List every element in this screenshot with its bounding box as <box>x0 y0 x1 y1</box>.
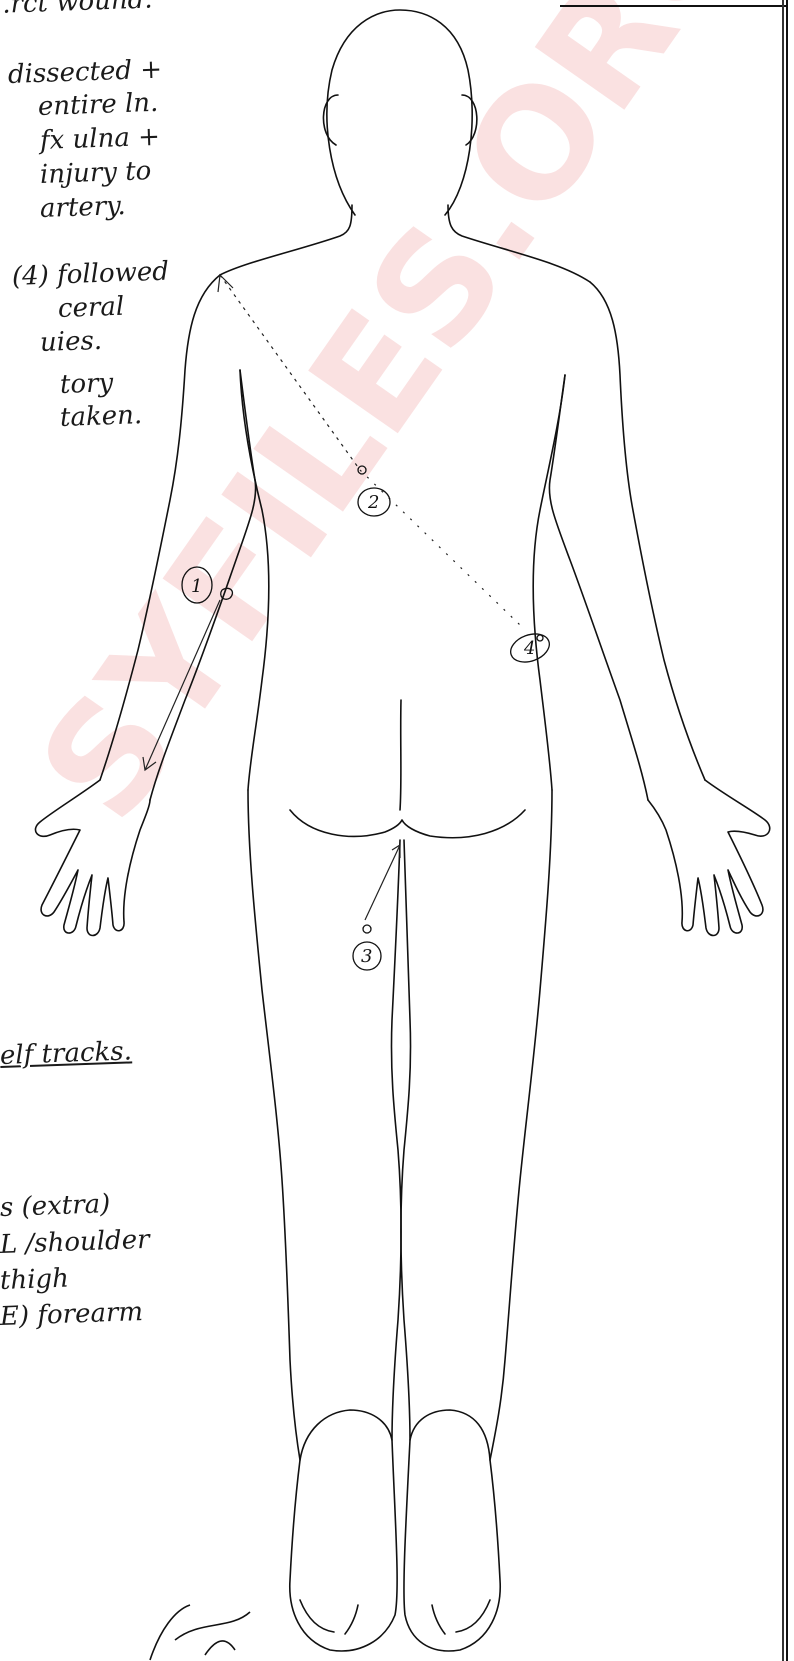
frame-right-border <box>786 0 794 1661</box>
left-arm-outer <box>100 275 220 780</box>
right-foot <box>404 1410 500 1651</box>
note-line-10: tory <box>60 370 114 398</box>
note-line-15: thigh <box>0 1266 69 1294</box>
frame-right-inner-border <box>782 0 784 1661</box>
spine-line <box>400 700 401 810</box>
note-line-14: L /shoulder <box>0 1227 150 1258</box>
right-toes <box>432 1600 490 1634</box>
right-arm-outer <box>590 282 705 780</box>
right-hand <box>648 780 770 936</box>
left-hand <box>35 780 150 936</box>
wound-point-2 <box>358 466 366 474</box>
wound-marker-1-label: 1 <box>191 576 202 597</box>
left-foot <box>290 1410 397 1651</box>
left-leg-outer <box>248 790 300 1460</box>
left-leg-inner <box>391 840 401 1440</box>
note-line-6: artery. <box>40 193 127 222</box>
torso-left <box>240 370 269 790</box>
wound-marker-3-label: 3 <box>361 946 372 967</box>
wound-point-3 <box>363 925 371 933</box>
note-line-2: dissected + <box>8 57 163 88</box>
wound-point-1 <box>221 588 233 599</box>
note-line-13: s (extra) <box>0 1191 111 1221</box>
wound-track-1 <box>145 600 220 770</box>
note-line-5: injury to <box>40 158 152 188</box>
note-line-9: uies. <box>40 328 103 356</box>
note-line-3: entire ln. <box>38 90 159 120</box>
left-ear <box>323 95 338 145</box>
neck-right <box>448 205 590 282</box>
note-line-4: fx ulna + <box>40 124 161 154</box>
neck-left <box>220 205 352 275</box>
wound-marker-4-label: 4 <box>523 638 535 659</box>
head-outline <box>327 10 472 215</box>
right-ear <box>462 95 477 145</box>
note-line-11: taken. <box>60 402 143 431</box>
frame-top-border <box>560 0 794 7</box>
wound-track-3 <box>365 845 400 920</box>
left-toes <box>300 1600 358 1634</box>
wound-point-4 <box>537 635 543 641</box>
wound-track-4 <box>360 470 520 625</box>
right-arm-inner <box>549 375 648 800</box>
right-leg-inner <box>401 840 411 1440</box>
note-line-8: ceral <box>58 294 125 322</box>
buttock-crease <box>290 810 525 838</box>
wound-marker-2-label: 2 <box>367 492 379 513</box>
left-arm-inner <box>150 370 256 800</box>
note-line-12: elf tracks. <box>0 1038 132 1069</box>
examiner-signature <box>150 1605 250 1660</box>
torso-right <box>533 375 565 790</box>
note-line-16: E) forearm <box>0 1299 143 1330</box>
right-leg-outer <box>490 790 552 1460</box>
note-line-7: (4) followed <box>12 259 170 290</box>
